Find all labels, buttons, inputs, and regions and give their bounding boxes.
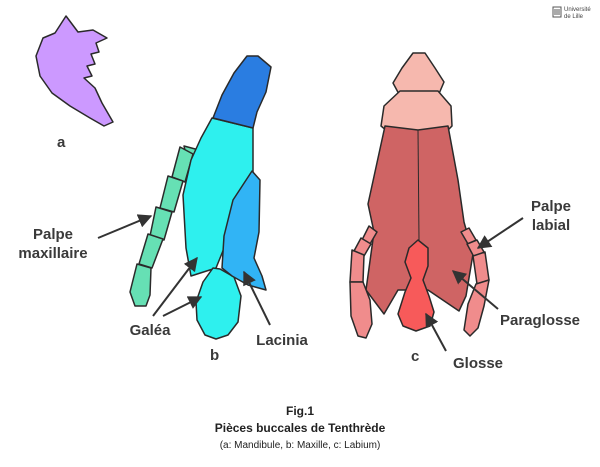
galea-arrow-2	[162, 296, 203, 317]
caption-subtitle: (a: Mandibule, b: Maxille, c: Labium)	[220, 440, 381, 451]
palpe-labial-arrow	[476, 217, 524, 249]
logo-text-line1: Université	[564, 7, 591, 13]
labium-figure: c	[349, 52, 490, 365]
cardo-shape	[212, 55, 272, 129]
palpe-labial-right	[460, 227, 490, 337]
galea-shape	[195, 267, 242, 340]
maxille-figure: b	[129, 55, 272, 364]
letter-b: b	[210, 347, 219, 364]
label-palpe-maxillaire-line1: Palpe	[33, 226, 73, 243]
label-palpe-labial-line2: labial	[532, 217, 570, 234]
caption-fig: Fig.1	[286, 404, 314, 418]
paraglosse-arrow	[451, 270, 499, 310]
label-galea: Galéa	[130, 322, 172, 339]
label-glosse: Glosse	[453, 355, 503, 372]
lacinia-arrow	[243, 270, 271, 326]
caption-title: Pièces buccales de Tenthrède	[215, 421, 386, 435]
mandibule-shape	[35, 15, 114, 127]
label-palpe-maxillaire-line2: maxillaire	[18, 245, 87, 262]
letter-a: a	[57, 134, 66, 151]
galea-arrow-1	[152, 256, 198, 317]
letter-c: c	[411, 348, 419, 365]
labels: Palpe maxillaire Galéa Lacinia Palpe lab…	[18, 198, 580, 372]
lacinia-shape	[221, 170, 267, 291]
mandibule-figure: a	[35, 15, 114, 151]
glosse-shape	[397, 239, 435, 332]
logo-text-line2: de Lille	[564, 14, 584, 20]
logo-mark-icon	[552, 6, 562, 18]
annotation-lines	[97, 214, 524, 352]
label-palpe-labial-line1: Palpe	[531, 198, 571, 215]
prementum-shape	[365, 125, 474, 315]
label-lacinia: Lacinia	[256, 332, 308, 349]
figure-caption: Fig.1 Pièces buccales de Tenthrède (a: M…	[215, 404, 386, 451]
palpe-labial-left	[349, 225, 378, 339]
labium-top-cap	[392, 52, 445, 97]
glosse-arrow	[425, 312, 447, 352]
label-paraglosse: Paraglosse	[500, 312, 580, 329]
university-logo: Université de Lille	[552, 6, 591, 20]
palpe-maxillaire-arrow	[97, 214, 153, 239]
stipe-shape	[182, 117, 254, 277]
